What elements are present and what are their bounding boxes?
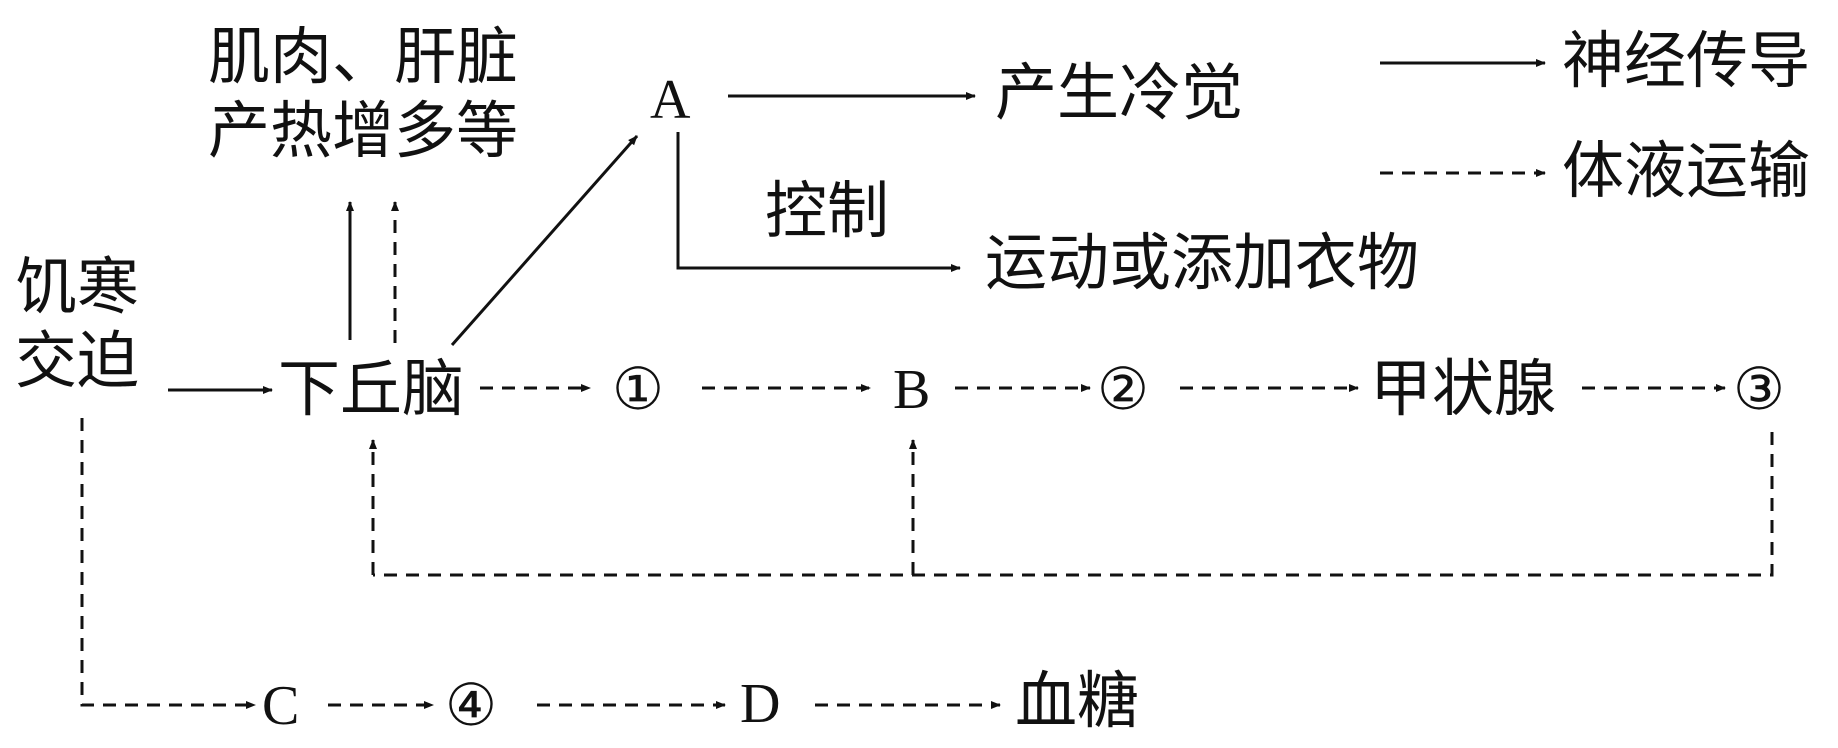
heat-line1: 肌肉、肝脏 bbox=[208, 20, 519, 93]
behavior-node: 运动或添加衣物 bbox=[985, 226, 1420, 299]
arrow-A-control-behavior bbox=[676, 132, 961, 272]
node-D: D bbox=[740, 673, 781, 735]
node-2: ② bbox=[1097, 355, 1149, 423]
cold-stress-line1: 饥寒 bbox=[15, 250, 140, 323]
arrow-hypothalamus-to-A bbox=[450, 135, 639, 346]
cold-stress-line2: 交迫 bbox=[15, 324, 140, 397]
node-B: B bbox=[893, 359, 931, 421]
node-4: ④ bbox=[445, 671, 497, 739]
node-A: A bbox=[650, 69, 691, 131]
solid-arrows bbox=[168, 59, 1546, 394]
hypothalamus-node: 下丘脑 bbox=[278, 352, 465, 425]
node-1: ① bbox=[612, 355, 664, 423]
arrow-stress-to-C bbox=[80, 418, 256, 709]
dashed-arrows bbox=[80, 169, 1774, 709]
cold-stress-label: 饥寒 交迫 bbox=[15, 250, 139, 398]
feedback-line bbox=[373, 432, 1774, 577]
cold-sensation-node: 产生冷觉 bbox=[995, 56, 1244, 129]
node-C: C bbox=[262, 675, 300, 737]
blood-sugar-node: 血糖 bbox=[1015, 664, 1140, 737]
thyroid-node: 甲状腺 bbox=[1370, 352, 1557, 425]
heat-line2: 产热增多等 bbox=[208, 94, 519, 167]
control-label: 控制 bbox=[765, 174, 890, 247]
legend-neural-label: 神经传导 bbox=[1562, 24, 1811, 97]
heat-production-label: 肌肉、肝脏 产热增多等 bbox=[208, 20, 518, 168]
node-3: ③ bbox=[1733, 355, 1785, 423]
legend-humoral-label: 体液运输 bbox=[1562, 134, 1811, 207]
